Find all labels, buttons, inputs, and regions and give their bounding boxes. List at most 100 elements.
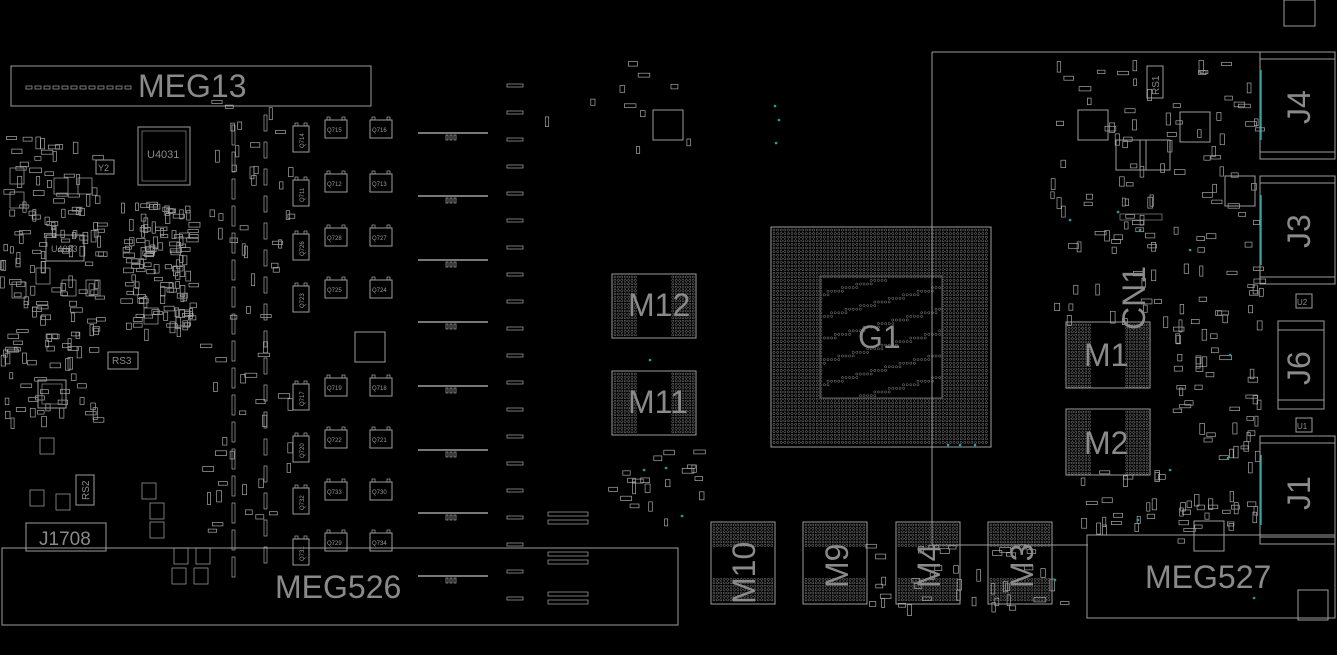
- u4031-chip: [137, 126, 191, 186]
- mosfet-label: Q718: [372, 386, 387, 392]
- mosfet-q718: Q718: [369, 374, 393, 397]
- m1-ball-grid: [1067, 323, 1149, 388]
- m2-chip-outline: [1065, 408, 1151, 476]
- mosfet-label: Q721: [372, 438, 387, 444]
- smd-passives: [0, 60, 1329, 621]
- mosfet-label: Q730: [372, 490, 387, 496]
- mosfet-q716: Q716: [369, 116, 393, 139]
- label-cn1: CN1: [1116, 266, 1152, 330]
- label-m2: M2: [1084, 425, 1128, 461]
- j1708-connector: [25, 522, 107, 552]
- label-m10: M10: [726, 542, 762, 604]
- rs1-resistor: [1146, 65, 1164, 99]
- label-meg527: MEG527: [1145, 559, 1271, 595]
- mosfet-label: Q725: [327, 288, 342, 294]
- mosfet-q711: Q711: [292, 176, 310, 207]
- mosfet-q722: Q722: [324, 426, 348, 449]
- mosfet-q713: Q713: [369, 170, 393, 193]
- mosfet-label: Q724: [372, 288, 387, 294]
- mosfet-q729: Q729: [324, 529, 348, 552]
- label-meg13: MEG13: [138, 68, 246, 104]
- m9-chip-outline: [802, 521, 868, 605]
- m3-ball-grid: [989, 523, 1051, 602]
- mosfet-label: Q717: [300, 391, 306, 406]
- label-meg526: MEG526: [275, 569, 401, 605]
- label-rs2: RS2: [81, 480, 92, 500]
- m10-chip-outline: [710, 521, 776, 605]
- connector-j1: [1259, 435, 1336, 545]
- label-y2: Y2: [98, 163, 109, 173]
- mosfet-q712: Q712: [324, 170, 348, 193]
- label-m1: M1: [1084, 337, 1128, 373]
- mosfet-label: Q733: [327, 490, 342, 496]
- mosfet-q714: Q714: [292, 122, 310, 153]
- label-u4031: U4031: [147, 149, 179, 161]
- mosfet-label: Q723: [300, 293, 306, 308]
- mosfet-q724: Q724: [369, 276, 393, 299]
- label-m3: M3: [1004, 544, 1040, 588]
- connector-j3: [1259, 175, 1336, 285]
- mosfet-label: Q713: [372, 182, 387, 188]
- m10-ball-grid: [712, 523, 774, 602]
- m3-chip-outline: [987, 521, 1053, 605]
- mosfet-label: Q722: [327, 438, 342, 444]
- label-m12: M12: [628, 287, 690, 323]
- mosfet-label: Q714: [300, 133, 306, 148]
- y2-crystal: [95, 159, 115, 175]
- rs2-resistor: [75, 474, 95, 506]
- mosfet-label: Q711: [300, 187, 306, 202]
- mosfet-label: Q715: [327, 128, 342, 134]
- m2-ball-grid: [1067, 410, 1149, 475]
- mosfet-q733: Q733: [324, 478, 348, 501]
- mosfet-q731: Q731: [292, 535, 310, 566]
- top-corner-part: [1283, 0, 1316, 27]
- m4-ball-grid: [897, 523, 959, 602]
- mosfet-q725: Q725: [324, 276, 348, 299]
- meg527-outline: [1086, 534, 1336, 619]
- mosfet-q732: Q732: [292, 484, 310, 515]
- label-u1: U1: [1297, 422, 1308, 431]
- g1-gpu-outline: [770, 226, 992, 448]
- label-j3: J3: [1281, 214, 1317, 248]
- mosfet-q730: Q730: [369, 478, 393, 501]
- mosfet-q727: Q727: [369, 224, 393, 247]
- label-g1: G1: [858, 319, 901, 355]
- m11-chip-outline: [611, 370, 697, 436]
- label-j4: J4: [1281, 90, 1317, 124]
- mosfet-q726: Q726: [292, 230, 310, 261]
- label-j1: J1: [1281, 476, 1317, 510]
- label-rs3: RS3: [112, 356, 132, 367]
- rs3-resistor: [107, 351, 139, 370]
- mosfet-q720: Q720: [292, 432, 310, 463]
- m4-chip-outline: [895, 521, 961, 605]
- label-m4: M4: [911, 544, 947, 588]
- connector-j6: [1277, 320, 1325, 410]
- mosfet-label: Q727: [372, 236, 387, 242]
- mosfet-label: Q716: [372, 128, 387, 134]
- label-j1708: J1708: [39, 529, 91, 550]
- mosfet-q717: Q717: [292, 380, 310, 411]
- u2-part: [1295, 293, 1313, 309]
- mosfet-q728: Q728: [324, 224, 348, 247]
- meg526-outline: [1, 547, 679, 626]
- u1-part: [1295, 417, 1313, 433]
- label-j6: J6: [1281, 351, 1317, 385]
- mosfet-label: Q719: [327, 386, 342, 392]
- m9-ball-grid: [804, 523, 866, 602]
- mosfet-q719: Q719: [324, 374, 348, 397]
- mosfet-q723: Q723: [292, 282, 310, 313]
- label-u4033: U4033: [51, 244, 78, 254]
- mosfet-label: Q729: [327, 541, 342, 547]
- mosfet-label: Q712: [327, 182, 342, 188]
- label-u2: U2: [1297, 298, 1308, 307]
- u4033-chip: [45, 234, 85, 262]
- cn1-footprint: [1119, 213, 1163, 221]
- mosfet-label: Q731: [300, 546, 306, 561]
- mosfet-label: Q734: [372, 541, 387, 547]
- m1-chip-outline: [1065, 321, 1151, 389]
- mosfet-q734: Q734: [369, 529, 393, 552]
- mosfet-label: Q732: [300, 495, 306, 510]
- label-m11: M11: [628, 384, 688, 420]
